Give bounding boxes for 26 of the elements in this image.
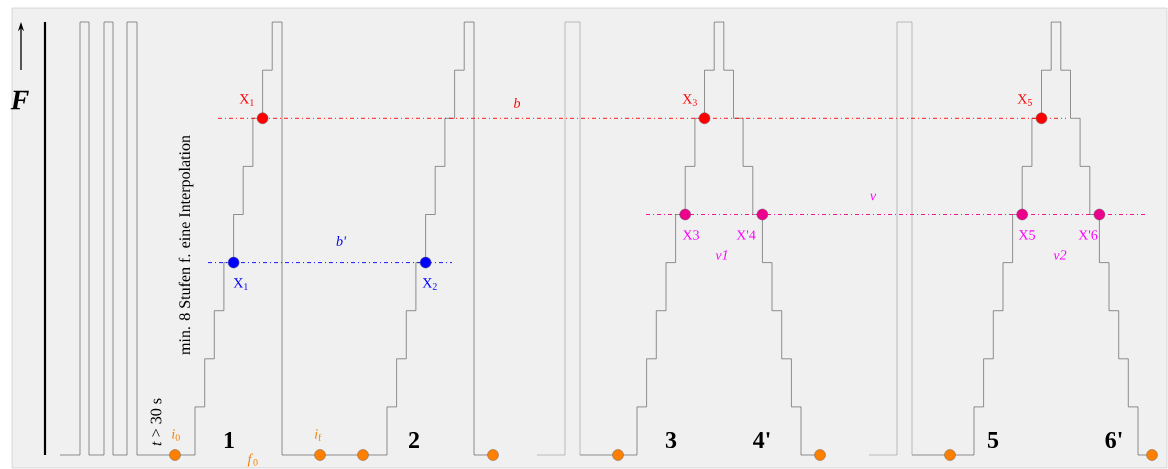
line-label: b' [336, 236, 347, 246]
step-number: 1 [224, 432, 234, 448]
point-label: X$_{1}$ [233, 278, 248, 290]
point-label: X$_{5}$ [1017, 94, 1032, 106]
step-number: 6' [1105, 431, 1122, 449]
point-label: X$_{3}$ [682, 94, 697, 106]
point-label: X$_{1}$ [239, 94, 254, 106]
line-label: v1 [715, 250, 728, 260]
step-number: 3 [665, 431, 677, 449]
line-label: v2 [1053, 250, 1067, 260]
note-text: min. 8 Stufen f. eine Interpolation [178, 135, 194, 355]
axis-label: F [10, 90, 29, 110]
point-label: i$_{f}$ [314, 429, 322, 441]
step-number: 5 [987, 432, 999, 448]
line-label: v [870, 193, 877, 201]
point-label: X'6 [1078, 230, 1098, 240]
step-number: 2 [409, 432, 419, 448]
point-label: X'4 [736, 230, 756, 240]
point-label: X5 [1018, 230, 1035, 240]
point-label: f$_{0}$ [247, 453, 258, 467]
time-label: t > 30 s [150, 398, 162, 446]
point-label: X$_{2}$ [422, 278, 437, 290]
step-number: 4' [753, 432, 770, 448]
point-label: X3 [682, 230, 699, 240]
point-label: i$_{0}$ [172, 429, 180, 441]
line-label: b [514, 98, 521, 108]
